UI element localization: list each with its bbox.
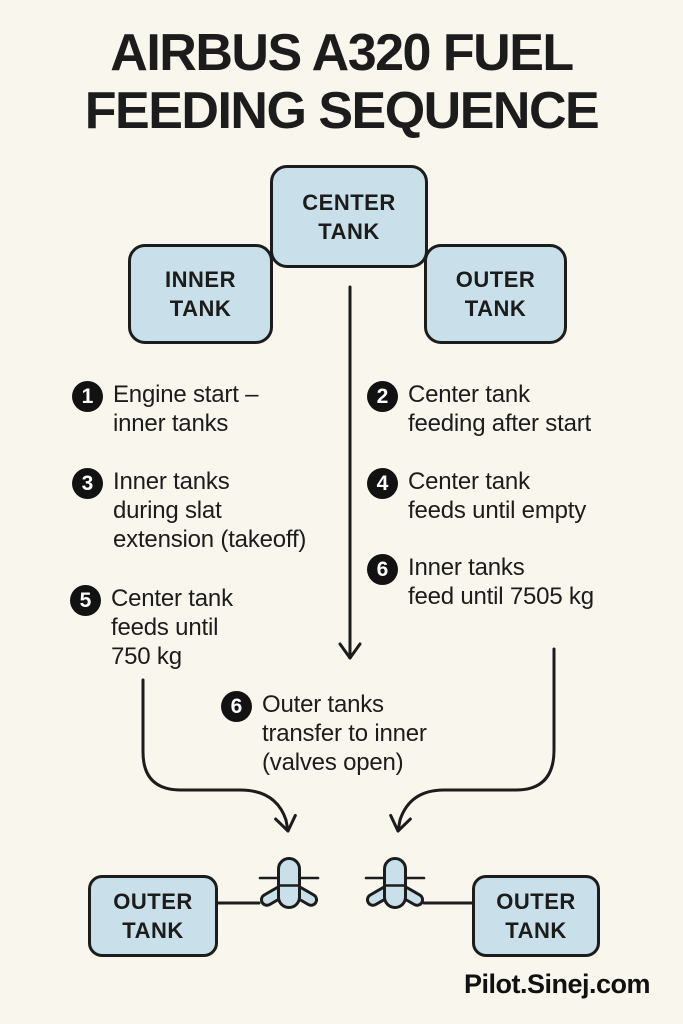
step-6-inner-feed-badge: 6	[367, 554, 398, 585]
inner-tank-label-line-2: TANK	[169, 296, 232, 321]
outer-tank-label-line-1: OUTER	[455, 267, 536, 292]
step-6-outer-transfer-badge: 6	[221, 691, 252, 722]
center-tank-box: CENTER TANK	[270, 165, 428, 268]
bottom-right-outer-tank-box: OUTER TANK	[472, 875, 600, 957]
step-1-badge: 1	[72, 381, 103, 412]
outer-tank-label-line-2: TANK	[464, 296, 527, 321]
step-3-badge: 3	[72, 468, 103, 499]
step-6-outer-transfer-text: Outer tanks transfer to inner (valves op…	[262, 691, 427, 776]
step-2-text: Center tank feeding after start	[408, 381, 591, 437]
bottom-left-outer-tank-line-2: TANK	[122, 918, 184, 943]
step-5-badge: 5	[70, 585, 101, 616]
step-4-badge: 4	[367, 468, 398, 499]
step-1: 1 Engine start – inner tanks	[72, 380, 258, 438]
bottom-right-outer-tank-line-2: TANK	[505, 918, 567, 943]
step-2-badge: 2	[367, 381, 398, 412]
step-3: 3 Inner tanks during slat extension (tak…	[72, 467, 306, 554]
step-5: 5 Center tank feeds until 750 kg	[70, 584, 233, 671]
center-tank-label-line-2: TANK	[318, 218, 380, 244]
step-6-outer-transfer: 6 Outer tanks transfer to inner (valves …	[221, 690, 427, 777]
inner-tank-label-line-1: INNER	[165, 267, 236, 292]
bottom-left-outer-tank-line-1: OUTER	[113, 889, 193, 914]
center-tank-label-line-1: CENTER	[302, 189, 396, 215]
outer-tank-box: OUTER TANK	[424, 244, 567, 344]
page-title: AIRBUS A320 FUEL FEEDING SEQUENCE	[0, 24, 683, 140]
bottom-left-outer-tank-box: OUTER TANK	[88, 875, 218, 957]
page-title-line-2: FEEDING SEQUENCE	[84, 82, 600, 140]
inner-tank-box: INNER TANK	[128, 244, 273, 344]
left-transfer-arrow	[141, 678, 297, 833]
step-4: 4 Center tank feeds until empty	[367, 467, 586, 525]
watermark: Pilot.Sinej.com	[463, 969, 651, 999]
step-5-text: Center tank feeds until 750 kg	[111, 585, 233, 670]
airplane-front-icon	[364, 857, 426, 909]
step-6-inner-feed: 6 Inner tanks feed until 7505 kg	[367, 553, 594, 611]
bottom-right-outer-tank-line-1: OUTER	[496, 889, 576, 914]
step-1-text: Engine start – inner tanks	[113, 381, 259, 437]
page-title-line-1: AIRBUS A320 FUEL	[110, 24, 574, 82]
step-6-inner-feed-text: Inner tanks feed until 7505 kg	[408, 554, 594, 610]
airplane-front-icon	[258, 857, 320, 909]
step-3-text: Inner tanks during slat extension (takeo…	[113, 468, 307, 553]
step-4-text: Center tank feeds until empty	[408, 468, 587, 524]
right-transfer-arrow	[389, 647, 556, 833]
step-2: 2 Center tank feeding after start	[367, 380, 591, 438]
